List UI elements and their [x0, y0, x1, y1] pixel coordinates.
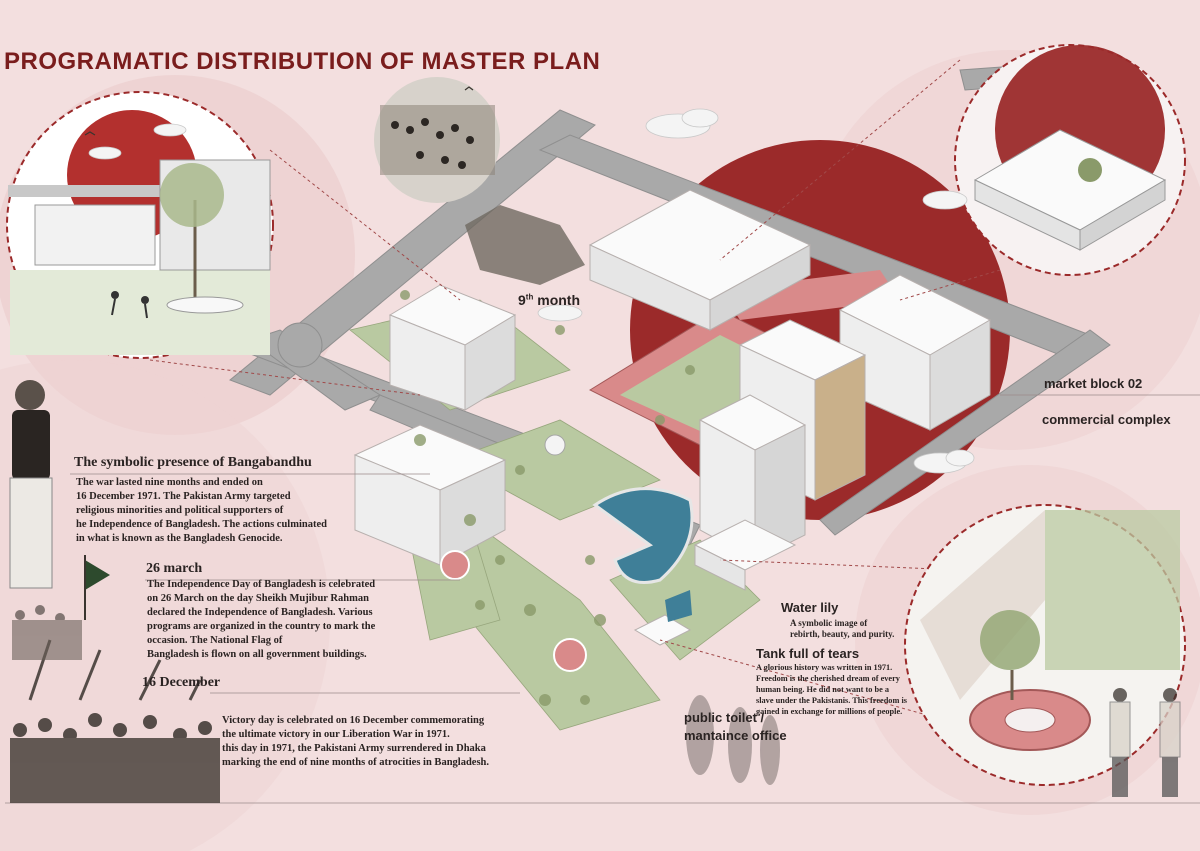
bangabandhu-line: The war lasted nine months and ended on: [76, 477, 263, 488]
december-line: this day in 1971, the Pakistani Army sur…: [222, 743, 486, 754]
december-heading: 16 December: [142, 675, 221, 690]
december-line: Victory day is celebrated on 16 December…: [222, 715, 485, 726]
ninth-month-suffix: th: [525, 292, 534, 302]
trees: [400, 290, 695, 706]
ninth-month-word: month: [533, 292, 581, 308]
december-line: the ultimate victory in our Liberation W…: [222, 729, 450, 740]
bangabandhu-heading: The symbolic presence of Bangabandhu: [74, 455, 312, 470]
commercial-complex-label: commercial complex: [1042, 412, 1171, 427]
market-block-label: market block 02: [1044, 376, 1143, 391]
historical-photo-circle: [374, 77, 585, 285]
historical-figures: [9, 380, 1181, 803]
tank-line: gained in exchange for millions of peopl…: [756, 707, 903, 716]
tank-text: A glorious history was written in 1971. …: [756, 662, 907, 717]
march-line: programs are organized in the country to…: [147, 621, 376, 632]
bangabandhu-line: 16 December 1971. The Pakistan Army targ…: [76, 491, 291, 502]
march-line: declared the Independence of Bangladesh.…: [147, 607, 373, 618]
plan-nodes: [440, 434, 587, 672]
callout-lines: [5, 394, 1200, 804]
march-line: occasion. The National Flag of: [147, 635, 283, 646]
march-line: on 26 March on the day Sheikh Mujibur Ra…: [147, 593, 369, 604]
inset-plaza-vignette: [6, 91, 274, 359]
public-toilet-label: public toilet /: [684, 710, 765, 725]
water-lily-line: rebirth, beauty, and purity.: [790, 629, 895, 639]
inset-tank-vignette: [904, 504, 1186, 786]
maintenance-office-label: mantaince office: [684, 728, 787, 743]
tank-line: slave under the Pakistanis. This freedom…: [756, 696, 907, 705]
bangabandhu-line: he Independence of Bangladesh. The actio…: [76, 519, 327, 530]
march-heading: 26 march: [146, 561, 203, 576]
december-text: Victory day is celebrated on 16 December…: [222, 714, 489, 770]
bangabandhu-line: religious minorities and political suppo…: [76, 505, 284, 516]
ninth-month-number: 9: [518, 292, 526, 308]
march-line: The Independence Day of Bangladesh is ce…: [147, 579, 376, 590]
tank-line: A glorious history was written in 1971.: [756, 663, 893, 672]
buildings: [353, 189, 992, 646]
tank-line: Freedom is the cherished dream of every: [756, 674, 900, 683]
water-lily-text: A symbolic image of rebirth, beauty, and…: [790, 618, 894, 640]
water-lily-line: A symbolic image of: [790, 618, 868, 628]
water-lily-heading: Water lily: [781, 600, 839, 615]
inset-building-vignette: [954, 44, 1186, 276]
tank-heading: Tank full of tears: [756, 646, 860, 661]
page-title: PROGRAMATIC DISTRIBUTION OF MASTER PLAN: [4, 48, 601, 75]
december-line: marking the end of nine months of atroci…: [222, 757, 489, 768]
march-line: Bangladesh is flown on all government bu…: [147, 649, 367, 660]
tank-line: human being. He did not want to be a: [756, 685, 890, 694]
birds: [84, 86, 474, 136]
water-pond: [592, 487, 694, 622]
march-text: The Independence Day of Bangladesh is ce…: [147, 578, 375, 662]
bg-ring-bottom-left: [0, 360, 330, 851]
ninth-month-label: 9th month: [518, 292, 580, 308]
bangabandhu-text: The war lasted nine months and ended on …: [76, 476, 327, 546]
clouds: [88, 108, 975, 474]
bangabandhu-line: in what is known as the Bangladesh Genoc…: [76, 533, 283, 544]
